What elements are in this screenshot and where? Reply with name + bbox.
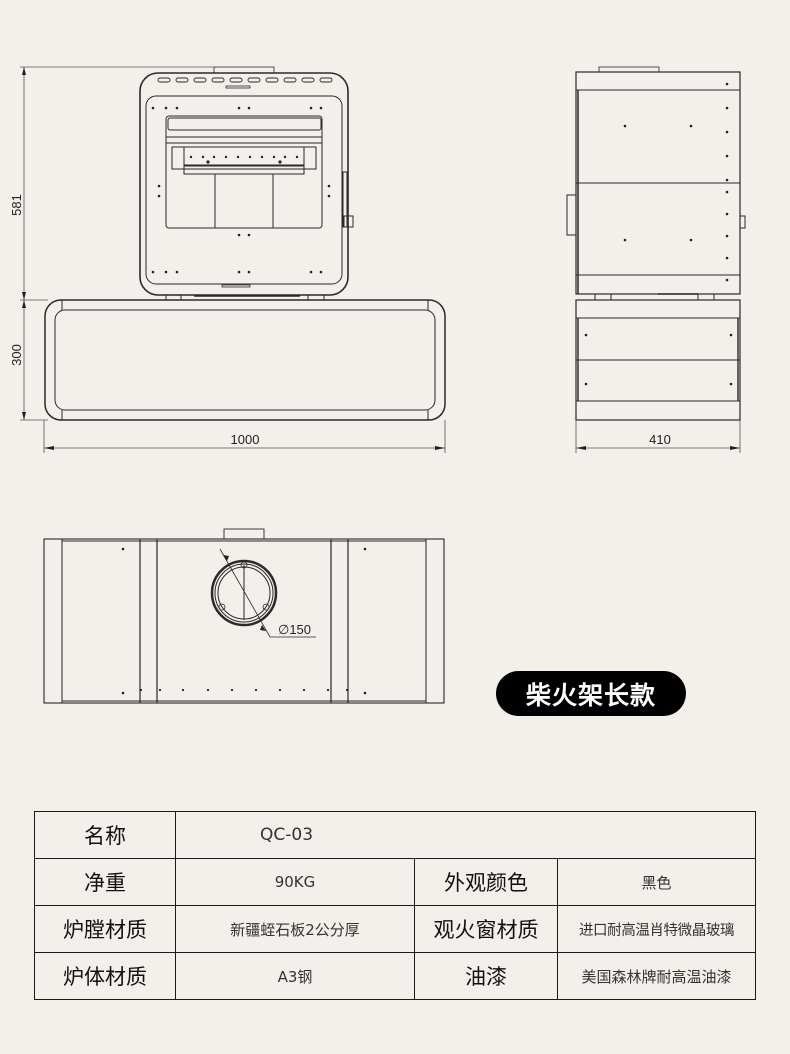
- dim-depth: 410: [649, 432, 671, 447]
- spec-value-window-material: 进口耐高温肖特微晶玻璃: [556, 905, 757, 953]
- front-view: [44, 66, 446, 421]
- side-dimensions: [575, 420, 741, 453]
- spec-label-window-material: 观火窗材质: [414, 905, 558, 953]
- spec-label-weight: 净重: [34, 858, 176, 906]
- side-view: [566, 66, 746, 421]
- spec-value-body-material: A3钢: [175, 952, 415, 1000]
- technical-drawing: 581 300 1000 410 ∅150: [9, 66, 746, 704]
- table-row: 名称 QC-03: [34, 811, 757, 859]
- spec-label-body-material: 炉体材质: [34, 952, 176, 1000]
- spec-label-name: 名称: [34, 811, 176, 859]
- spec-label-paint: 油漆: [414, 952, 558, 1000]
- dim-width: 1000: [231, 432, 260, 447]
- spec-value-paint: 美国森林牌耐高温油漆: [556, 952, 757, 1000]
- model-badge-text: 柴火架长款: [525, 680, 656, 710]
- spec-value-color: 黑色: [556, 858, 757, 906]
- spec-value-chamber-material: 新疆蛭石板2公分厚: [175, 905, 415, 953]
- top-view: [43, 528, 445, 704]
- dim-height-base: 300: [9, 344, 24, 366]
- spec-value-weight: 90KG: [175, 858, 415, 906]
- table-row: 炉体材质 A3钢 油漆 美国森林牌耐高温油漆: [34, 952, 757, 1000]
- dimension-arrows: [22, 67, 740, 631]
- table-row: 炉膛材质 新疆蛭石板2公分厚 观火窗材质 进口耐高温肖特微晶玻璃: [34, 905, 757, 953]
- table-row: 净重 90KG 外观颜色 黑色: [34, 858, 757, 906]
- bolt-dots: [121, 82, 733, 695]
- model-badge: 柴火架长款: [496, 671, 686, 716]
- spec-table: 名称 QC-03 净重 90KG 外观颜色 黑色 炉膛材质 新疆蛭石板2公分厚 …: [34, 811, 757, 1000]
- spec-label-color: 外观颜色: [414, 858, 558, 906]
- front-dimensions: [20, 66, 446, 453]
- spec-label-chamber-material: 炉膛材质: [34, 905, 176, 953]
- dim-flue-diameter: ∅150: [278, 622, 311, 637]
- dim-height-stove: 581: [9, 194, 24, 216]
- spec-value-name: QC-03: [174, 811, 757, 859]
